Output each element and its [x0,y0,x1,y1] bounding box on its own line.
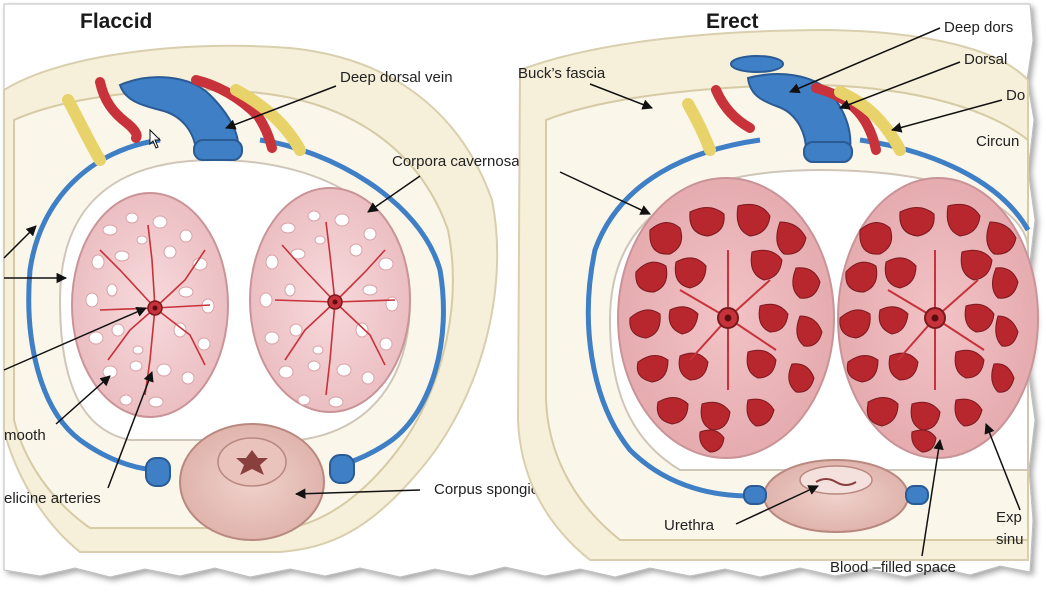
label-dorsal-right: Dorsal [964,51,1007,68]
erect-vein-cut-end [803,141,853,163]
label-blood-filled-space: Blood –filled space [830,559,956,576]
erect-superficial-vein-loop [585,137,761,499]
flaccid-collapsed-sinusoids [85,210,399,408]
label-bucks-fascia: Buck’s fascia [518,65,606,82]
flaccid-dorsal-artery-left [95,77,142,143]
flaccid-panel: Flaccid [3,10,567,553]
label-corpora-cavernosa: Corpora cavernosa [392,153,520,170]
mouse-cursor-icon [149,128,162,149]
flaccid-title: Flaccid [80,10,152,33]
flaccid-superficial-vein-loop [26,137,161,473]
label-smooth-muscle: mooth [4,427,46,444]
label-deep-dorsal-vein: Deep dorsal vein [340,69,453,86]
flaccid-dorsal-nerve-right [230,84,306,156]
flaccid-urethra [236,450,268,475]
flaccid-dorsal-nerve-left [62,94,106,166]
label-circum-right: Circun [976,133,1019,150]
label-expanded: Exp [996,509,1022,526]
label-sinusoids: sinu [996,531,1024,548]
label-urethra: Urethra [664,517,715,534]
erect-blood-filled-sinusoids [629,203,1019,453]
erect-title: Erect [706,10,759,33]
erect-urethra [815,478,857,486]
label-helicine-arteries: elicine arteries [4,490,101,507]
erect-panel: Erect [516,10,1039,576]
flaccid-helicine-arteries [99,221,396,396]
label-deep-dorsal-right: Deep dors [944,19,1013,36]
label-do-right: Do [1006,87,1025,104]
flaccid-vein-cut-end [193,139,243,161]
